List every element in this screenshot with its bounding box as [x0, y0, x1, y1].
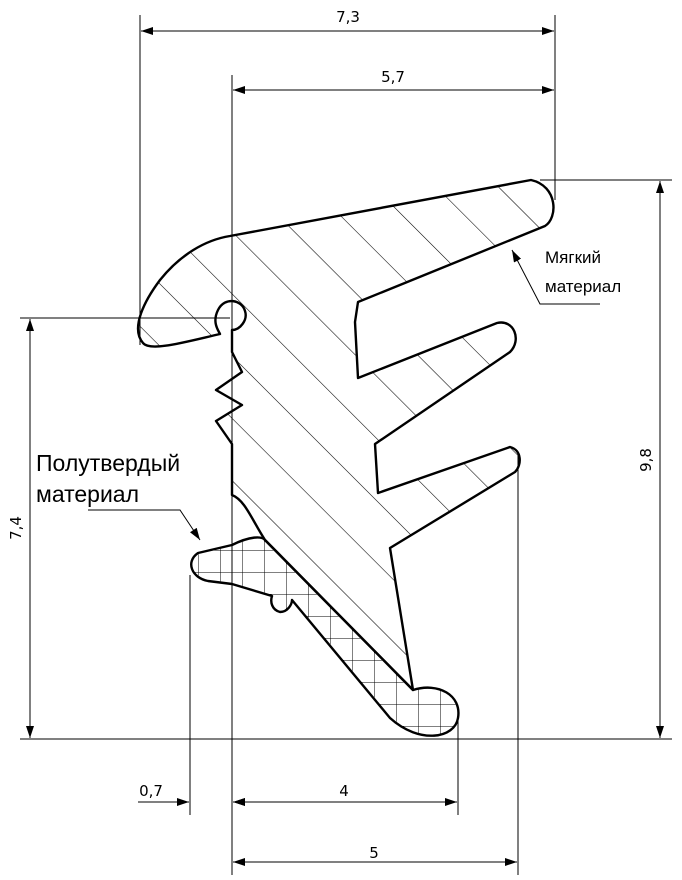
dimension-lines [26, 27, 664, 866]
leader-lines [88, 249, 600, 541]
dim-right-height: 9,8 [637, 448, 655, 472]
dim-top-width: 7,3 [336, 8, 360, 26]
semi-rigid-label-line2: материал [36, 481, 139, 507]
soft-material-body [136, 178, 555, 692]
dim-bottom-width: 5 [369, 844, 379, 862]
dim-left-height: 7,4 [7, 516, 25, 540]
dim-lip-width: 4 [339, 782, 349, 800]
dim-small-offset: 0,7 [139, 782, 163, 800]
semi-rigid-label-line1: Полутвердый [36, 450, 180, 476]
semi-rigid-material-lip [190, 536, 460, 737]
extension-lines [20, 15, 672, 875]
dim-inner-width: 5,7 [381, 68, 405, 86]
soft-material-label-line1: Мягкий [545, 248, 601, 267]
soft-material-label-line2: материал [545, 277, 621, 296]
